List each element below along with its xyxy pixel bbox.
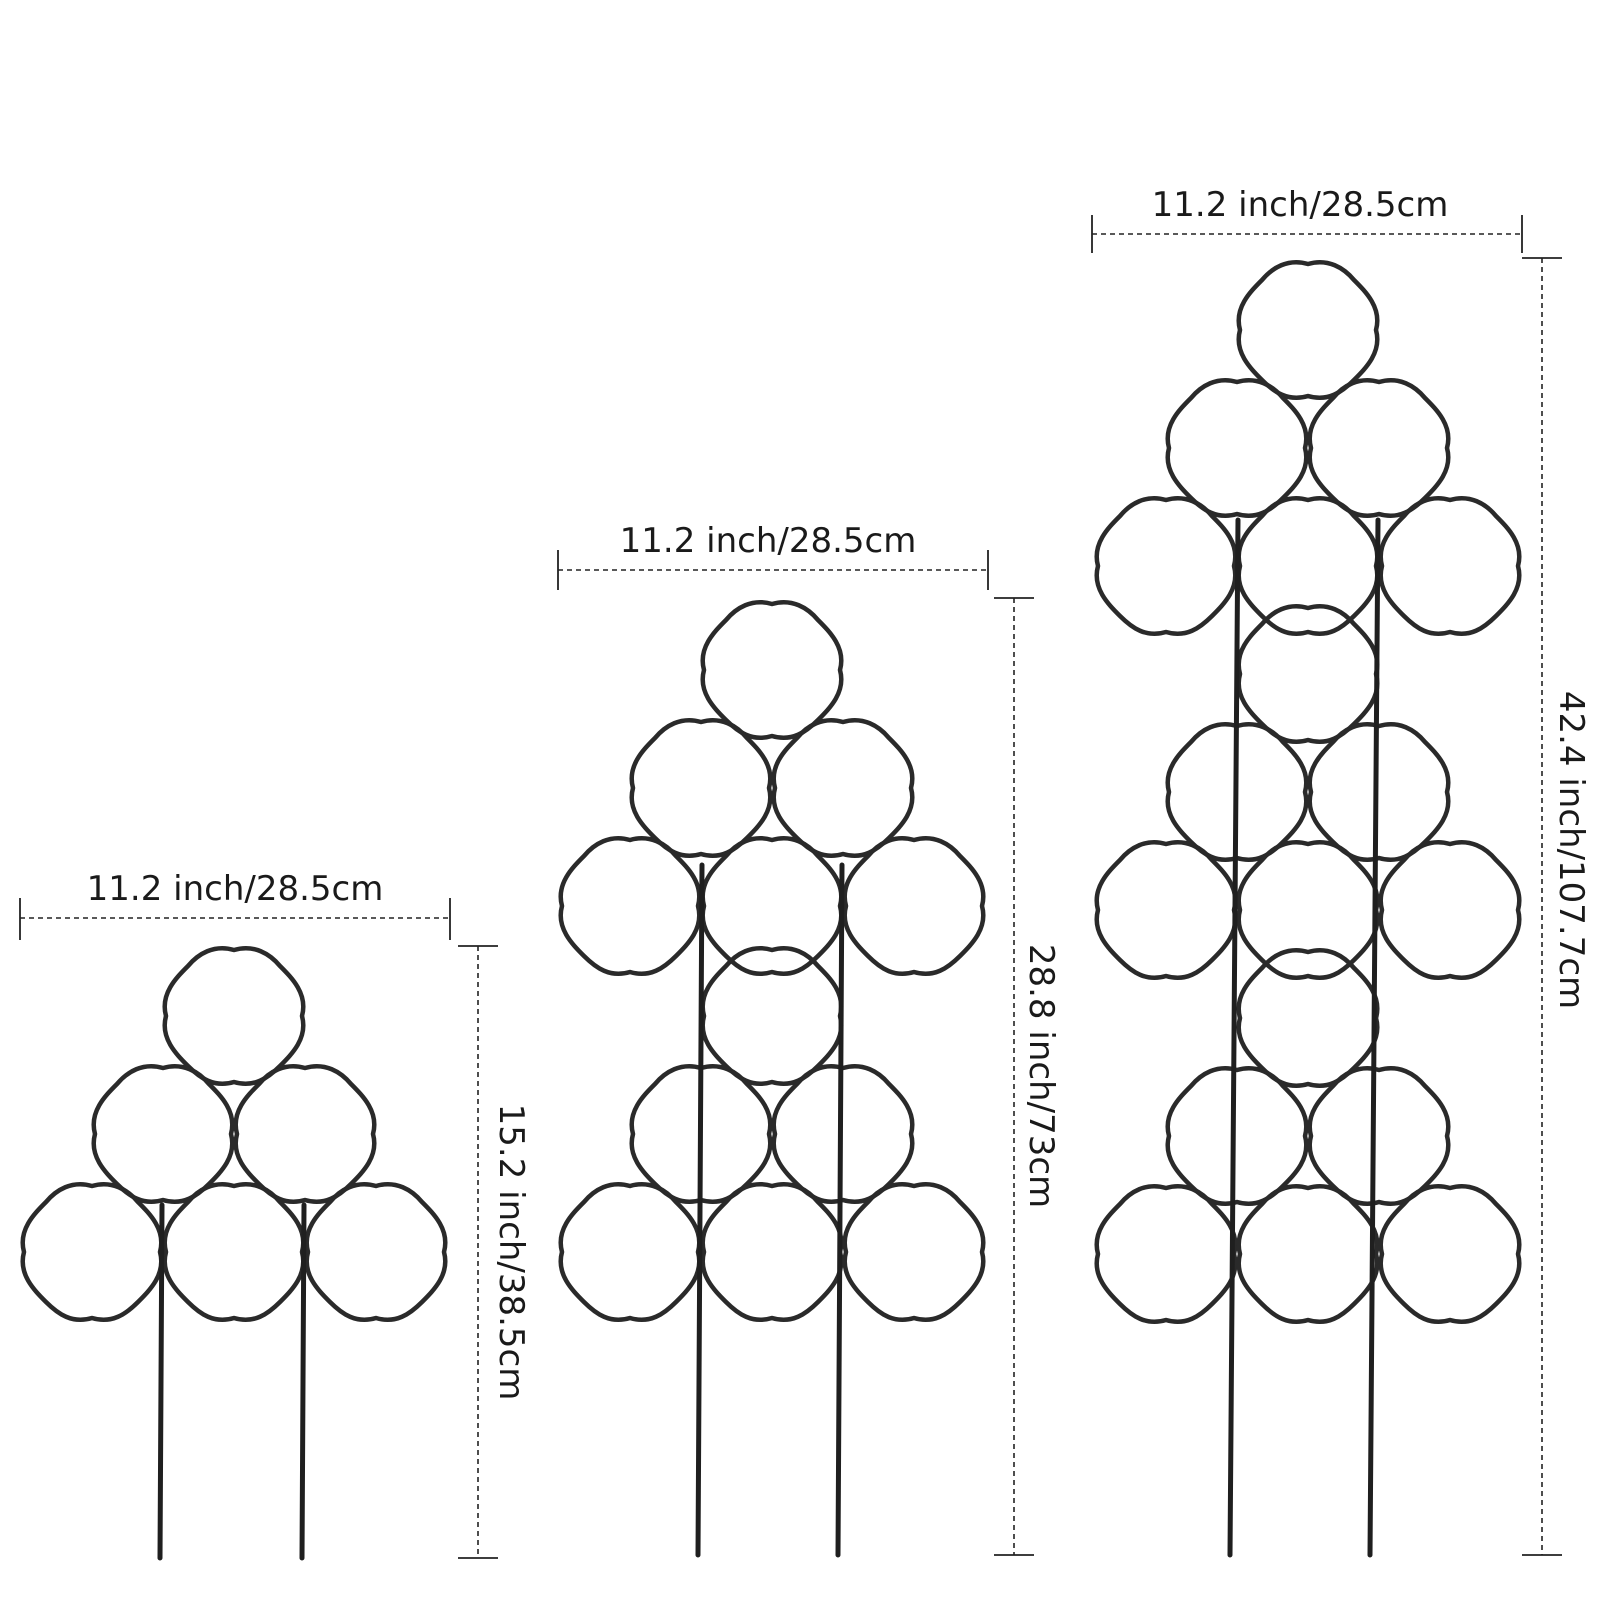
flower-ring [632, 720, 771, 856]
flower-ring [703, 602, 842, 738]
stake-right [299, 1202, 307, 1561]
height-label: 15.2 inch/38.5cm [491, 1104, 531, 1401]
flower-ring [1239, 842, 1378, 978]
height-dimension: 42.4 inch/107.7cm [1522, 257, 1591, 1556]
flower-ring [1239, 950, 1378, 1086]
flower-ring [1097, 1186, 1236, 1322]
stake-left [157, 1202, 165, 1561]
flower-ring [845, 1184, 984, 1320]
stake-left [695, 862, 705, 1558]
flower-ring [774, 720, 913, 856]
flower-ring [1310, 1068, 1449, 1204]
flower-ring [1381, 842, 1520, 978]
flower-ring [703, 838, 842, 974]
stake-right [1367, 517, 1381, 1558]
flower-ring [1097, 842, 1236, 978]
trellis-large: 11.2 inch/28.5cm 42.4 inch/107.7cm [1091, 185, 1591, 1558]
width-label: 11.2 inch/28.5cm [87, 869, 384, 909]
flower-wire-grid [561, 602, 984, 1320]
flower-ring [1239, 606, 1378, 742]
flower-ring [236, 1066, 375, 1202]
width-label: 11.2 inch/28.5cm [1152, 185, 1449, 225]
flower-ring [703, 1184, 842, 1320]
stake-left [1227, 517, 1241, 1558]
flower-ring [1239, 262, 1378, 398]
flower-ring [703, 948, 842, 1084]
height-dimension: 15.2 inch/38.5cm [458, 945, 531, 1559]
flower-ring [1381, 498, 1520, 634]
width-dimension: 11.2 inch/28.5cm [1091, 185, 1523, 253]
trellis-medium: 11.2 inch/28.5cm 28.8 inch/73cm [557, 521, 1061, 1558]
trellis-small: 11.2 inch/28.5cm 15.2 inch/38.5cm [19, 869, 531, 1561]
height-dimension: 28.8 inch/73cm [994, 597, 1061, 1556]
flower-ring [1168, 380, 1307, 516]
flower-ring [1239, 1186, 1378, 1322]
stake-right [835, 862, 845, 1558]
flower-ring [23, 1184, 162, 1320]
height-label: 42.4 inch/107.7cm [1551, 691, 1591, 1009]
flower-ring [1381, 1186, 1520, 1322]
flower-ring [1310, 724, 1449, 860]
width-dimension: 11.2 inch/28.5cm [19, 869, 451, 940]
width-label: 11.2 inch/28.5cm [620, 521, 917, 561]
flower-ring [165, 948, 304, 1084]
flower-ring [1097, 498, 1236, 634]
height-label: 28.8 inch/73cm [1021, 944, 1061, 1208]
width-dimension: 11.2 inch/28.5cm [557, 521, 989, 590]
flower-ring [561, 838, 700, 974]
flower-ring [94, 1066, 233, 1202]
flower-ring [165, 1184, 304, 1320]
flower-wire-grid [23, 948, 446, 1320]
flower-ring [1168, 1068, 1307, 1204]
flower-wire-grid [1097, 262, 1520, 1322]
flower-ring [561, 1184, 700, 1320]
flower-ring [307, 1184, 446, 1320]
flower-ring [1239, 498, 1378, 634]
flower-ring [1310, 380, 1449, 516]
flower-ring [845, 838, 984, 974]
